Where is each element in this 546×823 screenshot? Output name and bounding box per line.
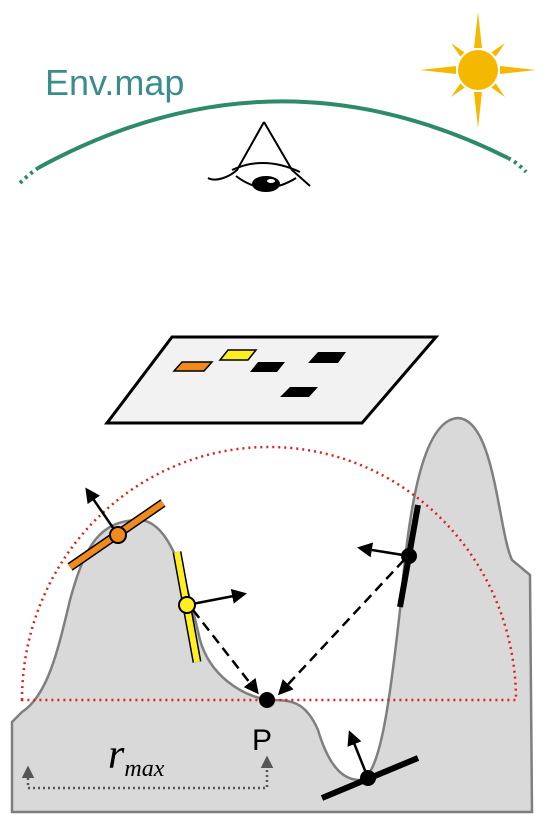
plane-patch-orange (172, 361, 214, 372)
point-p (259, 692, 275, 708)
radius-label: rmax (108, 732, 165, 782)
env-map-arc (37, 99, 509, 170)
hemisphere-boundary (20, 445, 518, 702)
yellow-sample (172, 551, 247, 663)
valley-sample (320, 730, 420, 801)
radius-indicator (21, 755, 274, 790)
env-map-arc-dotted-right (507, 156, 528, 174)
plane-patch-black-3 (280, 387, 318, 397)
right-sample (357, 504, 421, 608)
eye-icon (207, 121, 311, 192)
point-p-label: P (252, 724, 272, 757)
ray-right-to-p (277, 559, 405, 696)
terrain (10, 416, 534, 814)
radius-symbol: r (108, 732, 125, 778)
plane-patch-black-2 (308, 352, 346, 363)
plane-patch-black-1 (250, 362, 285, 372)
env-map-arc-dotted-left (18, 166, 40, 185)
radius-subscript: max (124, 756, 164, 782)
env-map-label: Env.map (45, 62, 184, 103)
ray-yellow-to-p (192, 609, 259, 695)
orange-sample (67, 487, 166, 571)
plane-patch-yellow (218, 349, 258, 361)
sample-plane (103, 335, 440, 425)
sun-icon (420, 12, 536, 128)
